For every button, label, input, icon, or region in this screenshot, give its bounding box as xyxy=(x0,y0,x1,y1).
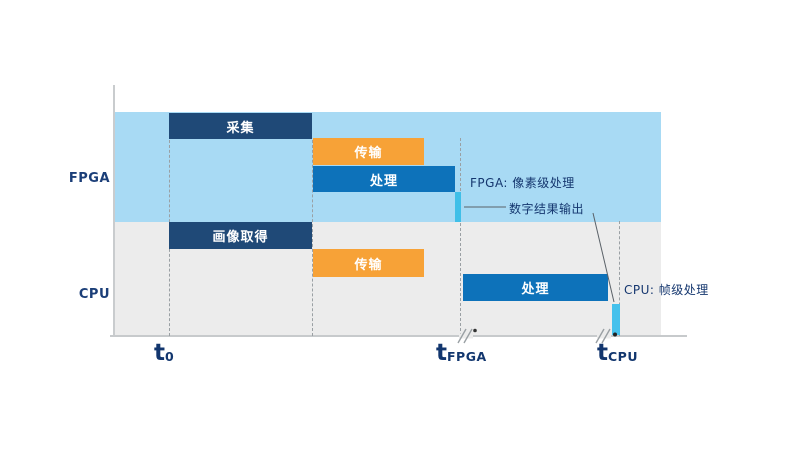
cpu-frame-level-note: CPU: 帧级处理 xyxy=(624,283,709,297)
digital-output-note: 数字结果输出 xyxy=(509,202,585,216)
row-label-cpu: CPU xyxy=(78,287,110,302)
axis-label-tfpga: tFPGA xyxy=(436,340,487,366)
fpga-process-label: 处理 xyxy=(369,173,398,189)
fpga-process-bar: 处理 xyxy=(313,166,455,192)
cpu-process-label: 处理 xyxy=(521,282,550,297)
y-axis-line xyxy=(113,85,115,337)
cpu-acquire-label: 画像取得 xyxy=(212,230,269,245)
cpu-process-bar: 处理 xyxy=(463,274,608,301)
fpga-transfer-bar: 传输 xyxy=(313,138,424,165)
t0-sub: 0 xyxy=(165,349,175,364)
tfpga-base: t xyxy=(436,340,447,366)
tcpu-sub: CPU xyxy=(608,349,638,364)
fpga-acquire-label: 采集 xyxy=(226,120,255,136)
cpu-output-bar xyxy=(612,304,620,335)
x-axis-line xyxy=(110,335,687,337)
axis-label-t0: t0 xyxy=(154,340,174,366)
tfpga-sub: FPGA xyxy=(447,349,487,364)
fpga-pixel-level-note: FPGA: 像素级处理 xyxy=(470,176,575,190)
fpga-output-bar xyxy=(455,192,461,222)
axis-label-tcpu: tCPU xyxy=(597,340,638,366)
tcpu-base: t xyxy=(597,340,608,366)
cpu-transfer-bar: 传输 xyxy=(313,249,424,277)
guide-line-acquire-end xyxy=(312,140,313,336)
cpu-transfer-label: 传输 xyxy=(354,257,383,273)
guide-line-tfpga xyxy=(460,138,461,336)
t0-base: t xyxy=(154,340,165,366)
fpga-acquire-bar: 采集 xyxy=(169,113,312,139)
row-label-fpga: FPGA xyxy=(68,171,110,186)
cpu-acquire-bar: 画像取得 xyxy=(169,222,312,249)
fpga-transfer-label: 传输 xyxy=(354,146,383,161)
guide-line-tcpu xyxy=(619,221,620,336)
